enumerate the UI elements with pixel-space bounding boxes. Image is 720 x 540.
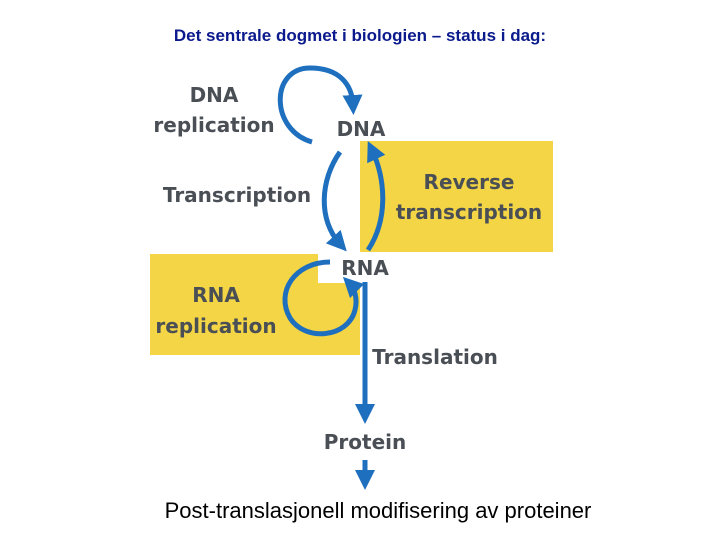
reverse-transcription-arrow	[365, 140, 386, 252]
dna-replication-label-line1: DNA	[190, 83, 239, 107]
reverse-transcription-label-line1: Reverse	[424, 170, 515, 194]
transcription-arrow	[321, 150, 347, 252]
rna-replication-label-line2: replication	[155, 314, 276, 338]
rna-node-label: RNA	[341, 256, 389, 280]
protein-node-label: Protein	[324, 430, 406, 454]
dna-replication-arrow	[277, 65, 363, 145]
dna-replication-label-line2: replication	[153, 113, 274, 137]
reverse-transcription-highlight	[360, 141, 553, 252]
translation-label: Translation	[372, 345, 498, 369]
dna-node-label: DNA	[337, 117, 386, 141]
reverse-transcription-label-line2: transcription	[396, 200, 542, 224]
rna-replication-arrow	[282, 259, 365, 337]
transcription-label: Transcription	[163, 183, 311, 207]
post-translational-caption: Post-translasjonell modifisering av prot…	[164, 498, 592, 523]
page-title: Det sentrale dogmet i biologien – status…	[173, 26, 547, 45]
rna-replication-label-line1: RNA	[192, 283, 240, 307]
